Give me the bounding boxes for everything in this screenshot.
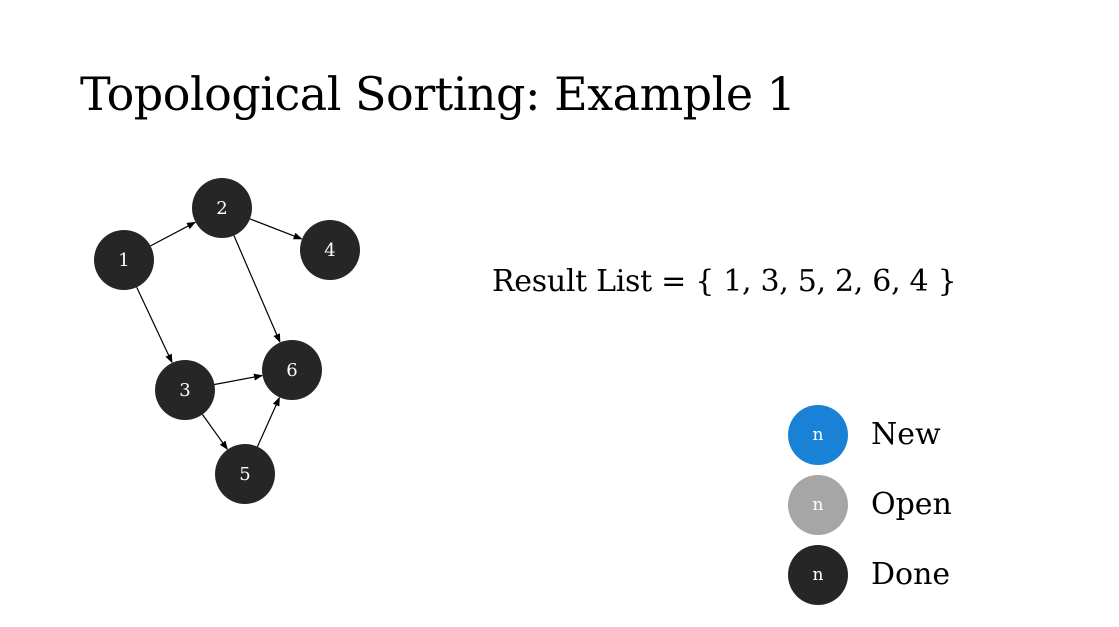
slide-title: Topological Sorting: Example 1 bbox=[80, 67, 796, 121]
edge-3-5 bbox=[201, 414, 228, 451]
node-4: 4 bbox=[300, 220, 360, 280]
legend-row-new: n New bbox=[788, 405, 941, 465]
node-4-circle bbox=[300, 220, 360, 280]
graph-edges bbox=[136, 218, 303, 451]
node-6-circle bbox=[262, 340, 322, 400]
legend-open-label: Open bbox=[871, 487, 952, 522]
edge-5-6 bbox=[256, 396, 280, 447]
edge-1-2 bbox=[150, 221, 196, 247]
node-5-label: 5 bbox=[239, 464, 250, 485]
node-1: 1 bbox=[94, 230, 154, 290]
node-5: 5 bbox=[215, 444, 275, 504]
node-3-circle bbox=[155, 360, 215, 420]
node-5-circle bbox=[215, 444, 275, 504]
node-2-circle bbox=[192, 178, 252, 238]
node-4-label: 4 bbox=[324, 240, 335, 261]
legend-new-label: New bbox=[871, 417, 941, 452]
node-2: 2 bbox=[192, 178, 252, 238]
result-list: Result List = { 1, 3, 5, 2, 6, 4 } bbox=[492, 264, 957, 299]
node-1-label: 1 bbox=[118, 250, 129, 271]
edge-3-6 bbox=[214, 373, 263, 386]
node-1-circle bbox=[94, 230, 154, 290]
node-3-label: 3 bbox=[179, 380, 190, 401]
graph-nodes: 1 2 3 4 5 6 bbox=[94, 178, 360, 504]
edge-2-4 bbox=[249, 218, 303, 240]
legend-row-open: n Open bbox=[788, 475, 952, 535]
node-2-label: 2 bbox=[216, 198, 227, 219]
edge-2-6 bbox=[233, 235, 281, 343]
node-6-label: 6 bbox=[286, 360, 297, 381]
legend-done-dot: n bbox=[788, 545, 848, 605]
edge-1-3 bbox=[136, 286, 173, 364]
legend-done-label: Done bbox=[871, 557, 951, 592]
legend-new-dot: n bbox=[788, 405, 848, 465]
legend-row-done: n Done bbox=[788, 545, 950, 605]
node-6: 6 bbox=[262, 340, 322, 400]
node-3: 3 bbox=[155, 360, 215, 420]
legend-open-dot: n bbox=[788, 475, 848, 535]
